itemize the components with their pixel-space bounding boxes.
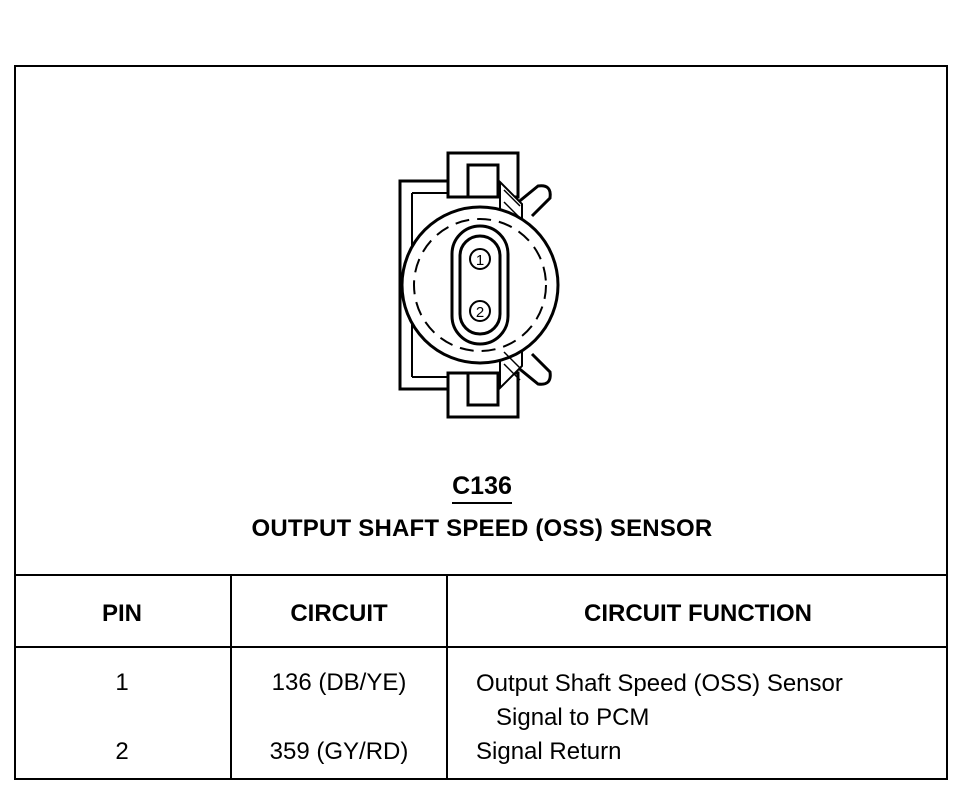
- housing-outline: [398, 179, 448, 391]
- header-divider: [14, 646, 948, 648]
- row-pin: 2: [115, 738, 129, 765]
- column-divider: [446, 576, 448, 780]
- pin-2: 2: [469, 300, 491, 322]
- lock-arm-bottom: [515, 352, 552, 386]
- header-circuit: CIRCUIT: [290, 600, 388, 627]
- column-divider: [230, 576, 232, 780]
- row-function: Output Shaft Speed (OSS) Sensor: [476, 670, 843, 697]
- lock-arm-top: [515, 184, 552, 218]
- row-function: Signal Return: [476, 738, 622, 765]
- pin-2-label: 2: [476, 304, 484, 321]
- row-pin: 1: [115, 669, 129, 696]
- row-function-cont: Signal to PCM: [496, 704, 650, 731]
- header-function: CIRCUIT FUNCTION: [584, 600, 812, 627]
- pin-1-label: 1: [476, 252, 484, 269]
- diagram-frame: [14, 65, 948, 780]
- row-circuit: 359 (GY/RD): [269, 738, 409, 765]
- sensor-name: OUTPUT SHAFT SPEED (OSS) SENSOR: [251, 515, 713, 542]
- connector-id-text: C136: [452, 472, 512, 504]
- header-pin: PIN: [101, 600, 142, 627]
- pin-1: 1: [469, 248, 491, 270]
- row-circuit: 136 (DB/YE): [271, 669, 407, 696]
- connector-id: C136: [0, 472, 964, 504]
- pin-table: PIN CIRCUIT CIRCUIT FUNCTION 1 136 (DB/Y…: [14, 574, 948, 780]
- terminal-cavity: [450, 224, 510, 346]
